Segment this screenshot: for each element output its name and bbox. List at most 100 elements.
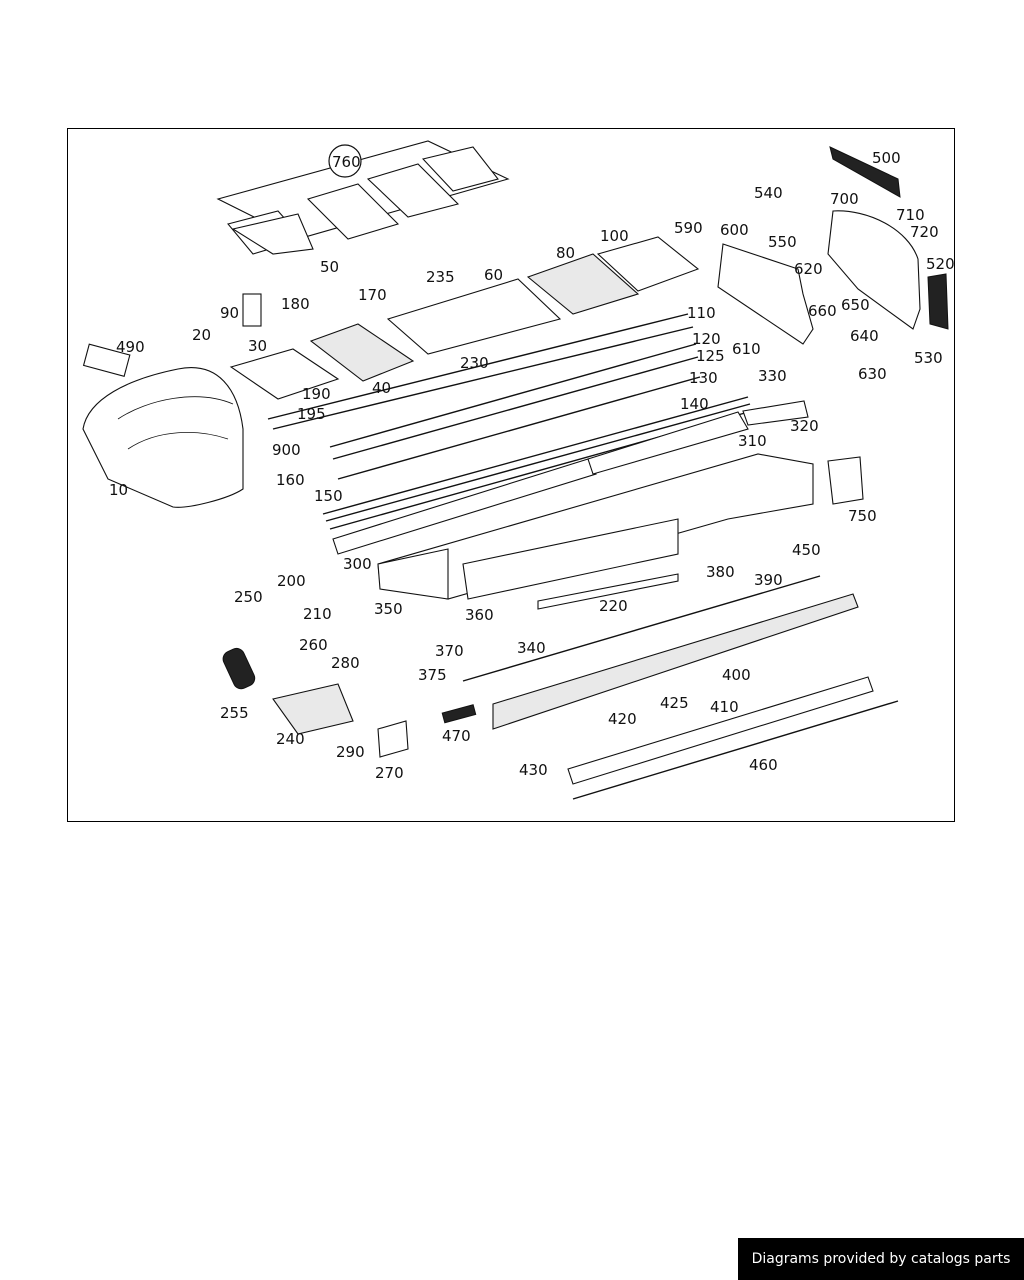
part-label-400: 400 xyxy=(722,666,751,684)
strip-310 xyxy=(587,411,749,475)
panel-60 xyxy=(386,278,562,355)
part-label-140: 140 xyxy=(680,395,709,413)
part-label-650: 650 xyxy=(841,296,870,314)
panel-30 xyxy=(229,348,340,400)
part-label-250: 250 xyxy=(234,588,263,606)
part-label-430: 430 xyxy=(519,761,548,779)
part-label-360: 360 xyxy=(465,606,494,624)
part-label-110: 110 xyxy=(687,304,716,322)
roof-rails xyxy=(267,313,753,530)
part-label-330: 330 xyxy=(758,367,787,385)
part-label-375: 375 xyxy=(418,666,447,684)
footer-credit: Diagrams provided by catalogs parts xyxy=(738,1238,1024,1280)
part-label-50: 50 xyxy=(320,258,339,276)
part-label-40: 40 xyxy=(372,379,391,397)
part-label-235: 235 xyxy=(426,268,455,286)
part-label-300: 300 xyxy=(343,555,372,573)
panel-360 xyxy=(462,518,679,600)
hatch-80 xyxy=(526,253,640,315)
part-label-530: 530 xyxy=(914,349,943,367)
footer-text: Diagrams provided by catalogs parts xyxy=(751,1251,1011,1267)
part-label-630: 630 xyxy=(858,365,887,383)
hatch-40 xyxy=(309,323,415,382)
part-label-410: 410 xyxy=(710,698,739,716)
block-90 xyxy=(242,293,262,327)
strip-300 xyxy=(332,458,597,555)
strip-220 xyxy=(537,573,679,610)
part-label-450: 450 xyxy=(792,541,821,559)
roof-insulation-panels xyxy=(216,140,510,255)
part-label-30: 30 xyxy=(248,337,267,355)
callout-circle xyxy=(328,144,362,178)
part-label-180: 180 xyxy=(281,295,310,313)
part-label-195: 195 xyxy=(297,405,326,423)
part-label-520: 520 xyxy=(926,255,955,273)
panel-350 xyxy=(377,548,449,600)
part-label-490: 490 xyxy=(116,338,145,356)
part-label-210: 210 xyxy=(303,605,332,623)
panel-100 xyxy=(596,236,700,292)
part-label-270: 270 xyxy=(375,764,404,782)
part-label-230: 230 xyxy=(460,354,489,372)
part-520 xyxy=(927,273,949,330)
panel-490 xyxy=(82,343,131,377)
part-label-660: 660 xyxy=(808,302,837,320)
strip-470 xyxy=(441,704,477,724)
part-label-190: 190 xyxy=(302,385,331,403)
part-label-640: 640 xyxy=(850,327,879,345)
part-label-460: 460 xyxy=(749,756,778,774)
part-label-340: 340 xyxy=(517,639,546,657)
part-label-10: 10 xyxy=(109,481,128,499)
part-label-125: 125 xyxy=(696,347,725,365)
part-label-150: 150 xyxy=(314,487,343,505)
panel-320 xyxy=(742,400,809,426)
lower-rails xyxy=(462,575,899,800)
part-label-710: 710 xyxy=(896,206,925,224)
part-label-120: 120 xyxy=(692,330,721,348)
part-label-90: 90 xyxy=(220,304,239,322)
part-label-470: 470 xyxy=(442,727,471,745)
part-label-590: 590 xyxy=(674,219,703,237)
part-label-310: 310 xyxy=(738,432,767,450)
part-label-500: 500 xyxy=(872,149,901,167)
part-label-540: 540 xyxy=(754,184,783,202)
part-label-240: 240 xyxy=(276,730,305,748)
panel-700 xyxy=(827,210,921,330)
part-label-420: 420 xyxy=(608,710,637,728)
part-label-380: 380 xyxy=(706,563,735,581)
part-label-610: 610 xyxy=(732,340,761,358)
part-label-390: 390 xyxy=(754,571,783,589)
part-label-255: 255 xyxy=(220,704,249,722)
part-label-320: 320 xyxy=(790,417,819,435)
front-cab-shell xyxy=(82,367,244,508)
part-label-620: 620 xyxy=(794,260,823,278)
part-label-170: 170 xyxy=(358,286,387,304)
callout-label: 760 xyxy=(332,153,361,171)
part-label-550: 550 xyxy=(768,233,797,251)
part-label-280: 280 xyxy=(331,654,360,672)
part-label-20: 20 xyxy=(192,326,211,344)
panel-750 xyxy=(827,456,864,505)
part-label-600: 600 xyxy=(720,221,749,239)
part-label-130: 130 xyxy=(689,369,718,387)
bracket-270 xyxy=(377,720,409,758)
part-label-290: 290 xyxy=(336,743,365,761)
part-label-260: 260 xyxy=(299,636,328,654)
part-label-220: 220 xyxy=(599,597,628,615)
part-label-200: 200 xyxy=(277,572,306,590)
panel-600 xyxy=(717,243,814,345)
part-label-80: 80 xyxy=(556,244,575,262)
part-label-370: 370 xyxy=(435,642,464,660)
part-label-350: 350 xyxy=(374,600,403,618)
part-label-160: 160 xyxy=(276,471,305,489)
part-500 xyxy=(829,146,901,198)
part-label-720: 720 xyxy=(910,223,939,241)
part-label-60: 60 xyxy=(484,266,503,284)
part-label-750: 750 xyxy=(848,507,877,525)
part-label-425: 425 xyxy=(660,694,689,712)
part-label-700: 700 xyxy=(830,190,859,208)
part-240 xyxy=(272,683,354,735)
